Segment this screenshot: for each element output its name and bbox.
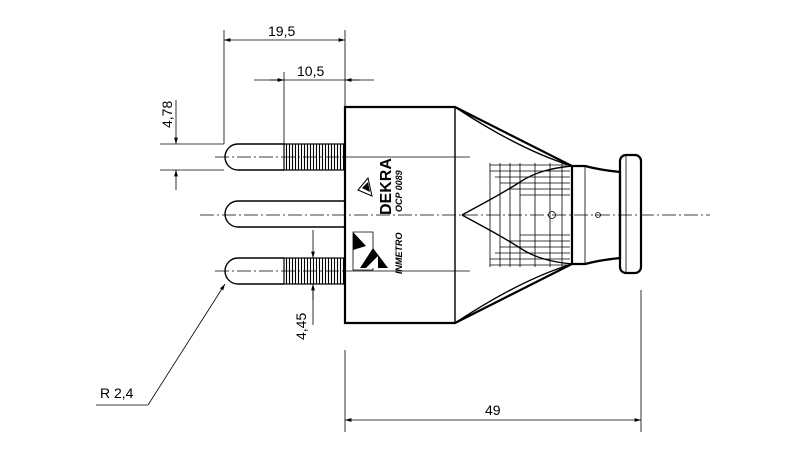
dim-pin-diameter-label: 4,78 — [159, 101, 175, 128]
middle-pin — [224, 200, 345, 228]
dim-thread-diameter-label: 4,45 — [293, 313, 309, 340]
dim-pin-length-label: 19,5 — [268, 23, 295, 39]
dekra-logo-icon — [357, 176, 373, 197]
grip-ribs — [461, 163, 573, 267]
certificate-marking: OCP 0089 — [394, 170, 404, 212]
dim-insulation-label: 10,5 — [297, 63, 324, 79]
dim-radius: R 2,4 — [96, 283, 226, 406]
dim-insulation-length: 10,5 — [254, 63, 374, 144]
dim-radius-label: R 2,4 — [100, 385, 134, 401]
top-pin — [224, 143, 346, 171]
dim-body-length-label: 49 — [485, 402, 501, 418]
end-cap — [618, 153, 643, 275]
dim-thread-diameter: 4,45 — [293, 230, 315, 340]
brand-marking: DEKRA — [378, 158, 395, 215]
certifier-marking: INMETRO — [394, 233, 404, 275]
dim-pin-diameter: 4,78 — [159, 100, 224, 190]
inmetro-logo-icon — [352, 231, 388, 271]
dim-body-length: 49 — [344, 290, 642, 432]
dim-pin-length: 19,5 — [223, 23, 346, 144]
